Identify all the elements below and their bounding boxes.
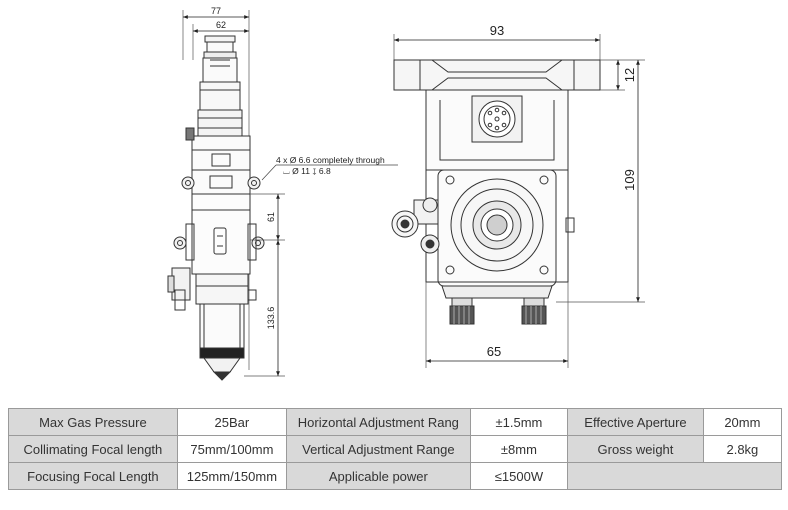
spec-label: Max Gas Pressure <box>8 408 178 436</box>
spec-label: Vertical Adjustment Range <box>285 435 471 463</box>
front-dim-65: 65 <box>487 344 501 359</box>
spec-label <box>567 462 782 490</box>
spec-value: 20mm <box>702 408 783 436</box>
side-view <box>167 10 398 381</box>
spec-label: Gross weight <box>567 435 704 463</box>
side-dim-133: 133.6 <box>266 307 276 330</box>
spec-value: 2.8kg <box>702 435 783 463</box>
spec-label: Applicable power <box>285 462 471 490</box>
front-dim-109: 109 <box>622 169 637 191</box>
front-dim-93: 93 <box>490 23 504 38</box>
side-dim-61: 61 <box>266 212 276 222</box>
spec-label: Horizontal Adjustment Rang <box>285 408 471 436</box>
side-dim-77: 77 <box>211 6 221 16</box>
hole-note-line2: ⌴ Ø 11 ↧ 6.8 <box>283 166 331 176</box>
front-view <box>391 34 645 368</box>
spec-label: Collimating Focal length <box>8 435 178 463</box>
spec-value: ±1.5mm <box>469 408 569 436</box>
technical-drawing: 77 62 4 x Ø 6.6 completely through ⌴ Ø 1… <box>167 6 645 381</box>
front-dim-12: 12 <box>622 68 637 82</box>
spec-label: Effective Aperture <box>567 408 704 436</box>
side-dim-62: 62 <box>216 20 226 30</box>
hole-note-line1: 4 x Ø 6.6 completely through <box>276 155 385 165</box>
spec-value: ±8mm <box>469 435 569 463</box>
spec-value: 25Bar <box>176 408 287 436</box>
spec-label: Focusing Focal Length <box>8 462 178 490</box>
spec-value: 75mm/100mm <box>176 435 287 463</box>
spec-value: 125mm/150mm <box>176 462 287 490</box>
spec-value: ≤1500W <box>469 462 569 490</box>
